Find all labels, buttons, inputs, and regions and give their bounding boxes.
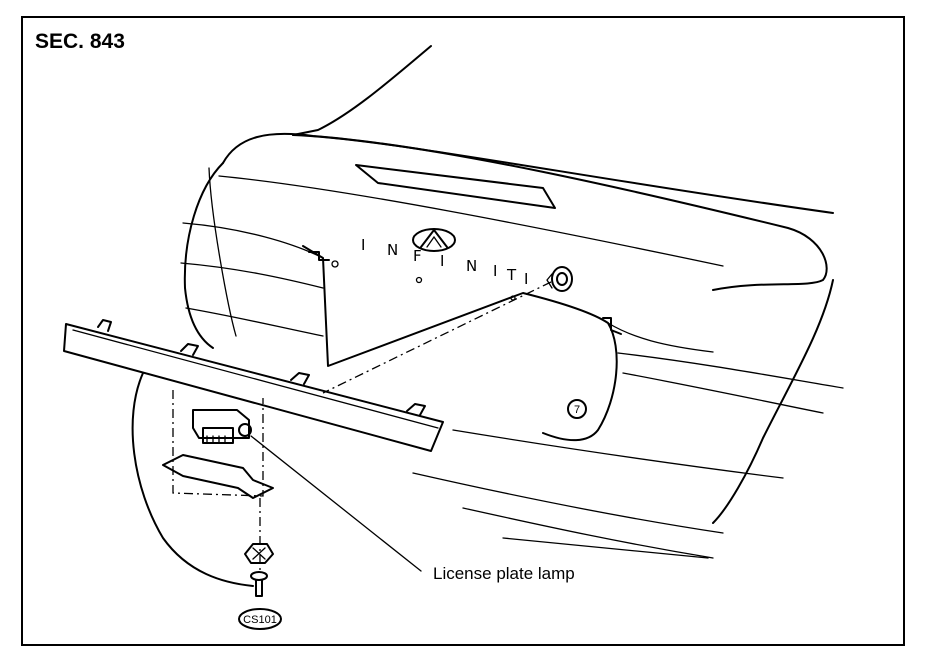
brand-letter-7: T bbox=[506, 266, 517, 284]
brand-letter-8: I bbox=[524, 270, 528, 288]
license-plate-lamp bbox=[192, 409, 252, 444]
clip-grommet bbox=[546, 266, 573, 292]
brand-letter-1: I bbox=[361, 236, 365, 254]
right-body-curve bbox=[712, 279, 834, 524]
trunk-lid-top-edge bbox=[292, 134, 834, 214]
brand-letter-6: I bbox=[493, 262, 497, 280]
lamp-housing-outline bbox=[172, 390, 264, 497]
left-lamp-outline-1 bbox=[182, 222, 324, 259]
mount-hole-1 bbox=[331, 260, 339, 268]
mount-hole-2 bbox=[415, 276, 423, 284]
left-lamp-outline-2 bbox=[180, 262, 324, 289]
diagram-frame: I N F I N I T I 7 bbox=[21, 16, 905, 646]
left-lamp-outline-3 bbox=[185, 307, 324, 337]
latch-bracket-right bbox=[602, 317, 622, 335]
torque-code: CS101 bbox=[243, 614, 277, 626]
clip-leader-line bbox=[322, 281, 552, 394]
left-body-curve bbox=[183, 162, 224, 349]
lamp-callout-line bbox=[250, 435, 422, 572]
trunk-upper-contour bbox=[222, 132, 828, 291]
infiniti-emblem bbox=[412, 228, 456, 252]
torque-code-badge bbox=[238, 608, 282, 630]
trunk-inner-line bbox=[218, 175, 724, 267]
trunk-lid-panel bbox=[302, 245, 618, 442]
mounting-screw bbox=[250, 571, 268, 597]
brand-letter-3: F bbox=[413, 247, 422, 265]
bumper-line-1 bbox=[617, 352, 844, 389]
left-lamp-edge bbox=[208, 167, 237, 337]
trunk-lid-right-edge bbox=[607, 322, 714, 353]
circled-number-badge bbox=[567, 399, 587, 419]
high-mount-stop-lamp bbox=[355, 164, 556, 209]
bumper-line-4 bbox=[412, 472, 724, 534]
circled-number: 7 bbox=[574, 404, 580, 416]
lower-body-left bbox=[131, 372, 254, 587]
license-plate-lamp-callout: License plate lamp bbox=[433, 564, 575, 583]
latch-bracket-left bbox=[308, 251, 330, 261]
brand-letter-2: N bbox=[387, 241, 398, 259]
section-number: SEC. 843 bbox=[35, 30, 125, 53]
car-trunk-illustration: I N F I N I T I 7 bbox=[63, 45, 844, 630]
rear-window-outline bbox=[292, 45, 432, 136]
brand-lettering: I N F I N I T I bbox=[361, 236, 528, 288]
lamp-bracket bbox=[162, 454, 274, 499]
bumper-line-5 bbox=[462, 507, 714, 559]
brand-letter-5: N bbox=[466, 257, 477, 275]
license-finisher-bar bbox=[63, 319, 444, 452]
bumper-line-2 bbox=[622, 372, 824, 414]
bumper-line-3 bbox=[452, 429, 784, 479]
bumper-bottom bbox=[502, 537, 709, 559]
bulb-socket bbox=[244, 543, 274, 564]
brand-letter-4: I bbox=[440, 252, 444, 270]
